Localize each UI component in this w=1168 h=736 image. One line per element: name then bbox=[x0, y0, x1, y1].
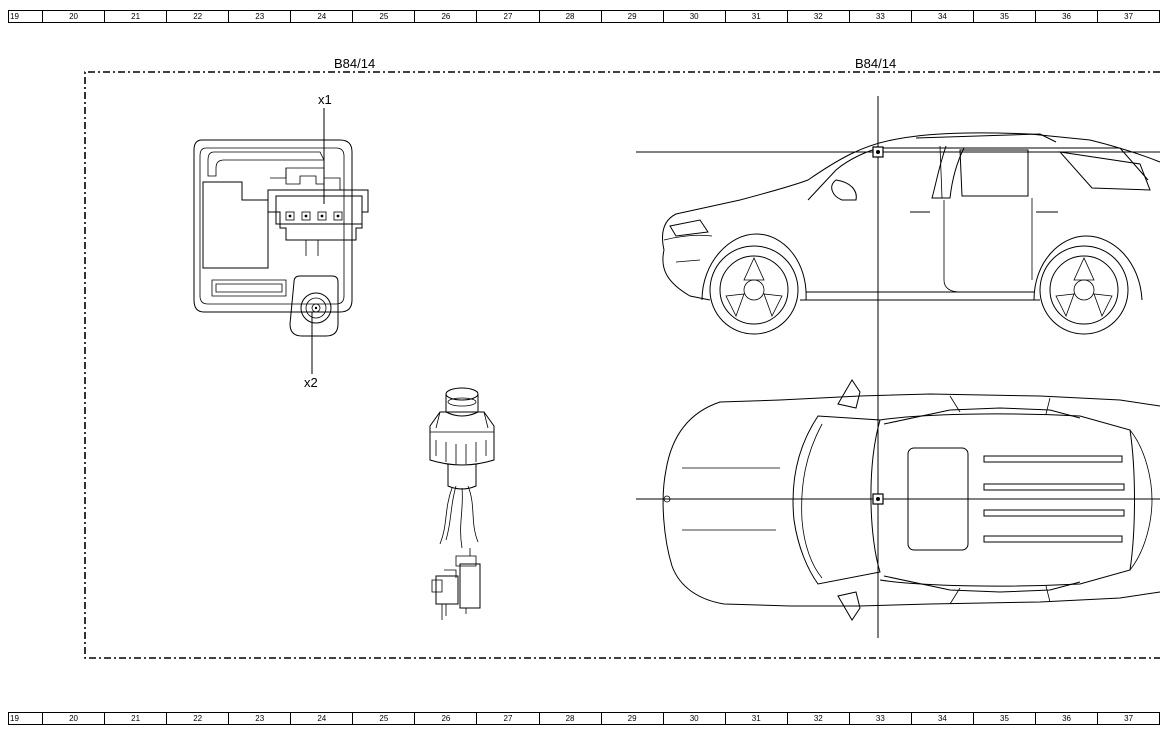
grid-column-label: 34 bbox=[912, 713, 974, 724]
grid-column-label: 24 bbox=[291, 713, 354, 724]
grid-column-label: 35 bbox=[974, 713, 1036, 724]
grid-column-label: 33 bbox=[850, 713, 912, 724]
grid-column-label: 19 bbox=[9, 11, 43, 22]
component-label-left: B84/14 bbox=[334, 56, 375, 71]
grid-column-label: 27 bbox=[477, 11, 540, 22]
grid-column-label: 35 bbox=[974, 11, 1036, 22]
grid-column-label: 22 bbox=[167, 713, 230, 724]
grid-column-label: 31 bbox=[726, 713, 788, 724]
grid-column-label: 19 bbox=[9, 713, 43, 724]
grid-column-label: 30 bbox=[664, 11, 726, 22]
grid-column-label: 28 bbox=[540, 11, 602, 22]
grid-column-label: 22 bbox=[167, 11, 230, 22]
grid-column-label: 26 bbox=[415, 11, 478, 22]
grid-column-label: 20 bbox=[43, 11, 106, 22]
component-boundary bbox=[84, 71, 1160, 659]
grid-column-label: 32 bbox=[788, 11, 850, 22]
connector-label-x2: x2 bbox=[304, 375, 318, 390]
grid-column-label: 37 bbox=[1124, 714, 1134, 723]
connector-label-x1: x1 bbox=[318, 92, 332, 107]
grid-column-label: 29 bbox=[602, 713, 664, 724]
grid-column-label: 21 bbox=[105, 713, 168, 724]
vehicle-side-view bbox=[662, 132, 1161, 335]
grid-column-label: 34 bbox=[912, 11, 974, 22]
grid-column-label: 20 bbox=[43, 713, 106, 724]
grid-column-label: 31 bbox=[726, 11, 788, 22]
grid-column-label: 25 bbox=[353, 11, 416, 22]
grid-column-label: 24 bbox=[291, 11, 354, 22]
camera-harness-illustration bbox=[429, 387, 495, 620]
grid-column-label: 32 bbox=[788, 713, 850, 724]
grid-column-label: 28 bbox=[540, 713, 602, 724]
vehicle-top-view bbox=[662, 379, 1161, 621]
camera-module-illustration bbox=[193, 108, 369, 374]
grid-column-label: 23 bbox=[229, 713, 292, 724]
grid-column-label: 29 bbox=[602, 11, 664, 22]
grid-column-label: 23 bbox=[229, 11, 292, 22]
grid-column-label: 30 bbox=[664, 713, 726, 724]
grid-column-label: 26 bbox=[415, 713, 478, 724]
grid-column-label: 33 bbox=[850, 11, 912, 22]
grid-column-label: 27 bbox=[477, 713, 540, 724]
component-label-right: B84/14 bbox=[855, 56, 896, 71]
grid-column-label: 21 bbox=[105, 11, 168, 22]
grid-column-label: 36 bbox=[1036, 11, 1099, 22]
grid-column-label: 37 bbox=[1124, 12, 1134, 21]
grid-column-label: 25 bbox=[353, 713, 416, 724]
camera-position-crosshairs bbox=[636, 96, 1160, 638]
grid-column-label: 36 bbox=[1036, 713, 1099, 724]
